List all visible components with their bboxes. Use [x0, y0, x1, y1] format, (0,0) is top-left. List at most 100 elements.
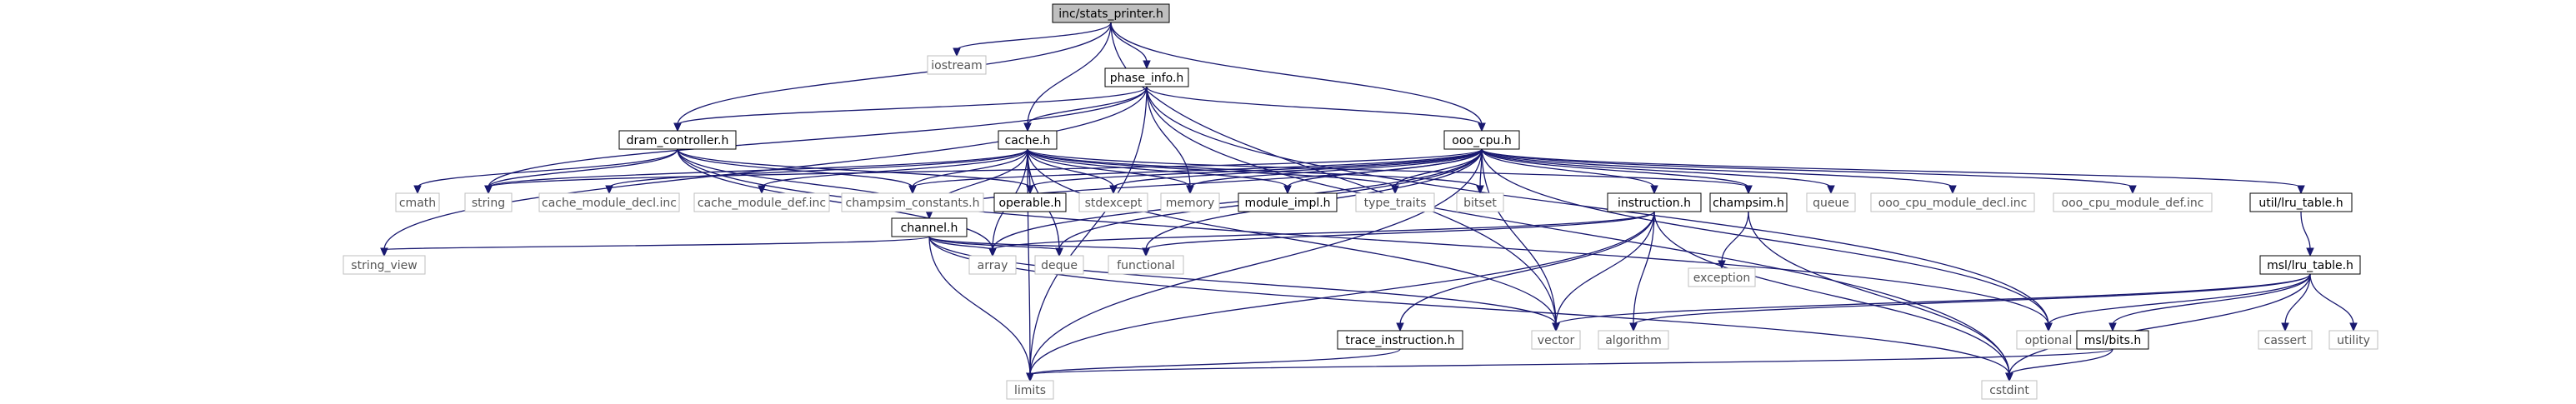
edge-arrowhead-cache-to-cache_module_def [758, 185, 766, 195]
edge-cache-to-cache_module_def [761, 148, 1028, 188]
node-phase-info[interactable]: phase_info.h [1104, 67, 1189, 87]
node-dram-controller[interactable]: dram_controller.h [618, 130, 737, 150]
node-label: dram_controller.h [627, 134, 729, 147]
edge-arrowhead-msl_fru_table-to-algorithm [1629, 322, 1638, 332]
edge-arrowhead-ooo_cpu-to-operable [1026, 185, 1034, 195]
edge-ooo_cpu-to-instruction [1481, 148, 1655, 188]
node-champsim-constants: champsim_constants.h [841, 192, 984, 212]
edge-arrowhead-stats_printer-to-phase_info [1143, 60, 1151, 70]
edge-msl_fru_table-to-optional [2048, 273, 2311, 326]
node-limits: limits [1006, 380, 1054, 400]
edge-phase_info-to-optional [1146, 86, 2049, 326]
edge-arrowhead-ooo_cpu-to-stdexcept [1109, 185, 1118, 195]
edge-arrowhead-ooo_cpu-to-queue [1827, 185, 1835, 195]
node-label: string_view [351, 259, 417, 272]
edge-arrowhead-msl_fru_table-to-cassert [2281, 322, 2289, 332]
edge-cache-to-memory [1027, 148, 1191, 188]
node-box [998, 130, 1058, 150]
node-box [1806, 192, 1856, 212]
edge-ooo_cpu-to-array [992, 148, 1483, 251]
node-operable[interactable]: operable.h [993, 192, 1067, 212]
edge-msl_fru_table-to-cstdint [2008, 273, 2311, 376]
node-ooo-cpu-module-decl: ooo_cpu_module_decl.inc [1870, 192, 2035, 212]
edge-arrowhead-instruction-to-trace_instruction [1396, 322, 1404, 332]
node-utility: utility [2328, 330, 2378, 350]
node-trace-instruction[interactable]: trace_instruction.h [1337, 330, 1463, 350]
edge-champsim-to-exception [1721, 211, 1749, 263]
node-box [1688, 267, 1756, 287]
node-exception: exception [1688, 267, 1756, 287]
node-label: deque [1041, 259, 1078, 272]
edge-instruction-to-limits [1029, 211, 1655, 376]
node-box [1104, 67, 1189, 87]
node-label: msl/bits.h [2084, 334, 2141, 347]
edge-ooo_cpu-to-stdexcept [1113, 148, 1483, 188]
edge-phase_info-to-dram_controller [677, 86, 1148, 126]
node-box [1531, 330, 1581, 350]
node-ooo-cpu[interactable]: ooo_cpu.h [1443, 130, 1520, 150]
node-channel[interactable]: channel.h [891, 217, 968, 237]
node-label: channel.h [901, 222, 958, 235]
node-label: ooo_cpu_module_def.inc [2062, 197, 2204, 210]
edge-dram_controller-to-array [677, 148, 993, 251]
node-array: array [968, 255, 1017, 275]
edge-ooo_cpu-to-string [488, 148, 1483, 188]
node-util-fru-table[interactable]: util/lru_table.h [2249, 192, 2353, 212]
node-functional: functional [1108, 255, 1184, 275]
edge-arrowhead-ooo_cpu-to-champsim [1744, 185, 1753, 195]
node-box [464, 192, 513, 212]
node-label: optional [2025, 334, 2073, 347]
node-stats-printer[interactable]: inc/stats_printer.h [1052, 3, 1170, 23]
node-module-impl[interactable]: module_impl.h [1238, 192, 1338, 212]
node-box [2258, 330, 2313, 350]
node-msl-fru-table[interactable]: msl/lru_table.h [2259, 255, 2361, 275]
node-bitset: bitset [1456, 192, 1504, 212]
node-champsim[interactable]: champsim.h [1709, 192, 1788, 212]
edge-phase_info-to-cstdint [1146, 86, 2010, 376]
node-box [1355, 192, 1435, 212]
edge-stats_printer-to-cache [1027, 22, 1112, 126]
edge-msl_bits-to-cstdint [2008, 348, 2113, 376]
node-label: champsim_constants.h [846, 197, 980, 210]
node-string-view: string_view [343, 255, 426, 275]
edge-ooo_cpu-to-ooo_cpu_module_def [1481, 148, 2133, 188]
edge-arrowhead-ooo_cpu-to-champsim_constants [908, 185, 917, 195]
node-label: module_impl.h [1244, 197, 1330, 210]
node-label: operable.h [998, 197, 1061, 210]
node-iostream: iostream [927, 55, 987, 75]
edge-instruction-to-cstdint [1653, 211, 2010, 376]
graph-nodes: inc/stats_printer.h iostream phase_info.hd… [343, 3, 2378, 400]
edge-arrowhead-instruction-to-functional [1142, 247, 1150, 257]
edge-arrowhead-ooo_cpu-to-instruction [1650, 185, 1658, 195]
edge-channel-to-vector [928, 236, 1557, 326]
edge-champsim-to-cstdint [1748, 211, 2010, 376]
node-label: inc/stats_printer.h [1058, 7, 1163, 21]
node-label: algorithm [1605, 334, 1662, 347]
node-msl-bits[interactable]: msl/bits.h [2076, 330, 2149, 350]
node-box [1981, 380, 2038, 400]
edge-arrowhead-dram_controller-to-cmath [413, 185, 422, 195]
node-label: msl/lru_table.h [2267, 259, 2353, 272]
edge-instruction-to-algorithm [1633, 211, 1655, 326]
node-box [1160, 192, 1220, 212]
edge-arrowhead-ooo_cpu-to-memory [1186, 185, 1194, 195]
edge-util_fru_table-to-msl_fru_table [2300, 211, 2311, 251]
node-box [1006, 380, 1054, 400]
node-cache[interactable]: cache.h [998, 130, 1058, 150]
edge-dram_controller-to-optional [677, 148, 2049, 326]
node-cache-module-def: cache_module_def.inc [693, 192, 830, 212]
edge-phase_info-to-ooo_cpu [1146, 86, 1483, 126]
node-stdexcept: stdexcept [1078, 192, 1148, 212]
node-box [1456, 192, 1504, 212]
node-box [1034, 255, 1084, 275]
node-box [2259, 255, 2361, 275]
node-label: instruction.h [1618, 197, 1691, 210]
node-instruction[interactable]: instruction.h [1607, 192, 1702, 212]
edge-ooo_cpu-to-util_fru_table [1481, 148, 2302, 188]
edge-stats_printer-to-dram_controller [677, 22, 1112, 126]
node-vector: vector [1531, 330, 1581, 350]
node-cassert: cassert [2258, 330, 2313, 350]
edge-dram_controller-to-cmath [417, 148, 678, 188]
node-label: util/lru_table.h [2258, 197, 2343, 210]
